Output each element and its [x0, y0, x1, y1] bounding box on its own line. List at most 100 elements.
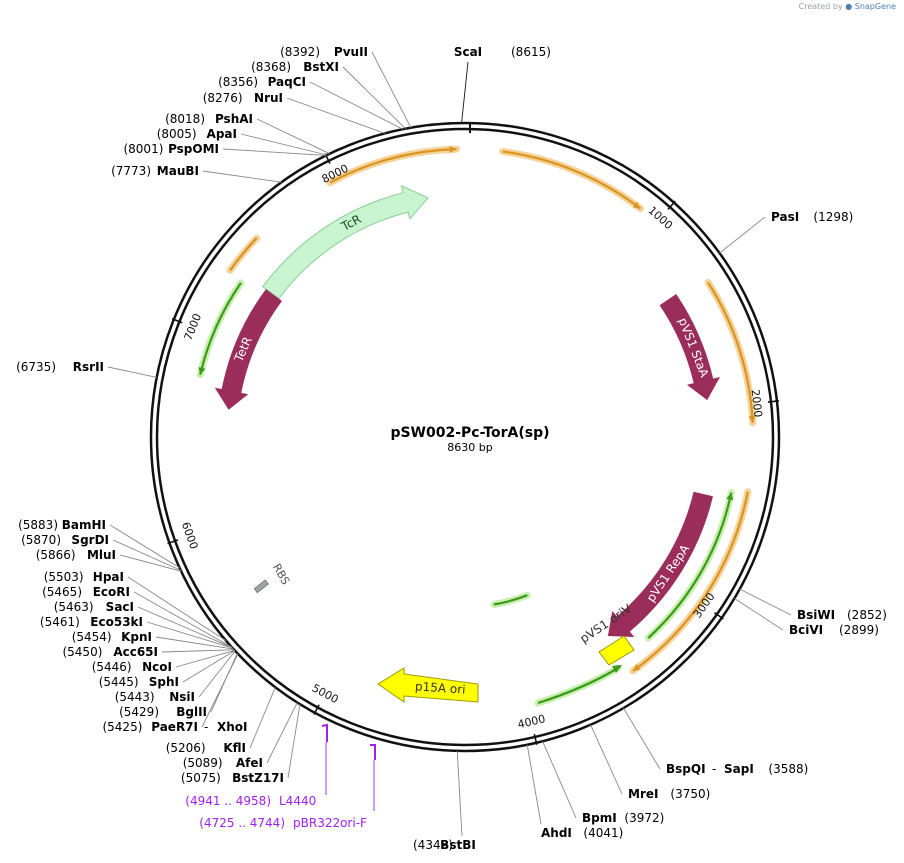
- site-bstxi-pos: (8368): [251, 60, 291, 74]
- site-paqci-pos: (8356): [218, 75, 258, 89]
- site-bstbi-leader: [456, 750, 463, 837]
- site-ahdi[interactable]: AhdI(4041): [526, 744, 623, 840]
- site-ahdi-leader: [526, 744, 542, 825]
- orange-track-right: [704, 279, 757, 427]
- site-bpmi[interactable]: BpmI (3972): [542, 741, 665, 825]
- site-bsiwi[interactable]: BsiWI(2852): [739, 588, 887, 622]
- feature-pvs1-staa[interactable]: pVS1 StaA: [659, 294, 720, 401]
- orange-track-lower-right: [629, 488, 752, 675]
- feature-tetr-arrow: [214, 289, 282, 410]
- backbone: [149, 121, 781, 753]
- site-bcivi[interactable]: BciVI(2899): [734, 598, 879, 637]
- site-bstz17i-name: BstZ17I: [232, 771, 284, 785]
- site-pasi[interactable]: PasI(1298): [719, 210, 854, 254]
- orange-track-top-left-line: [329, 148, 457, 184]
- site-bstbi[interactable]: BstBI(4349): [413, 750, 476, 852]
- site-eco53ki-name: Eco53kI: [90, 615, 143, 629]
- primer-layer: (4941 .. 4958)L4440(4725 .. 4744)pBR322o…: [185, 723, 376, 830]
- primer-l4440-mark: [321, 723, 328, 742]
- green-track-right-line: [647, 492, 733, 639]
- site-saci[interactable]: SacI(5463): [54, 600, 233, 649]
- orange-track-left: [226, 234, 261, 274]
- orange-track-top-left: [326, 145, 461, 187]
- site-scai[interactable]: ScaI(8615): [454, 45, 551, 124]
- site-bglii[interactable]: BglII(5429): [119, 653, 238, 719]
- site-bspqi[interactable]: BspQI-SapI(3588): [623, 707, 809, 776]
- tick-label: 2000: [749, 389, 765, 418]
- site-scai-pos: (8615): [511, 45, 551, 59]
- orange-track-right-glow: [704, 279, 757, 427]
- feature-p15a-ori[interactable]: p15A ori: [377, 667, 479, 703]
- site-pvuii-name: PvuII: [334, 45, 368, 59]
- green-track-right: [644, 489, 735, 642]
- site-sgrdi-name: SgrDI: [71, 533, 109, 547]
- site-nrui[interactable]: NruI (8276): [203, 91, 386, 134]
- site-bamhi[interactable]: BamHI(5883): [18, 518, 180, 569]
- site-hpai-pos: (5503): [44, 570, 84, 584]
- site-ecori-name: EcoRI: [93, 585, 130, 599]
- site-kpni[interactable]: KpnI(5454): [72, 630, 234, 650]
- feature-pvs1-repa-arrow: [607, 491, 713, 637]
- primer-pbr322ori-f[interactable]: (4725 .. 4744)pBR322ori-F: [199, 744, 376, 830]
- site-mlui[interactable]: MluI(5866): [36, 548, 182, 572]
- tick-mark: [767, 400, 779, 403]
- site-maubi-name: MauBI: [157, 164, 199, 178]
- site-nsii[interactable]: NsiI(5443): [115, 650, 236, 704]
- site-pspomi-name: PspOMI: [168, 142, 219, 156]
- site-ecori[interactable]: EcoRI(5465): [42, 585, 233, 648]
- site-kfli-name: KflI: [223, 741, 246, 755]
- site-pshai[interactable]: PshAI(8018): [165, 112, 330, 155]
- green-track-left-line: [199, 282, 242, 375]
- site-maubi[interactable]: MauBI(7773): [111, 164, 282, 183]
- feature-p15a-ori-label: p15A ori: [415, 679, 466, 696]
- feature-rbs[interactable]: RBS: [253, 561, 292, 594]
- site-paer7i-pos: (5425): [102, 720, 142, 734]
- tick-3000: 3000: [691, 590, 724, 621]
- site-sphi-leader: [182, 650, 236, 683]
- tick-label: 7000: [182, 312, 205, 343]
- primer-l4440[interactable]: (4941 .. 4958)L4440: [185, 723, 328, 808]
- site-bspqi-alias: SapI: [724, 762, 754, 776]
- site-acc65i-name: Acc65I: [113, 645, 158, 659]
- site-bstbi-pos: (4349): [413, 838, 453, 852]
- site-pspomi[interactable]: PspOMI (8001): [123, 142, 327, 156]
- feature-tcr[interactable]: TcR: [262, 185, 429, 300]
- restriction-site-layer: ScaI(8615) PasI(1298) BsiWI(2852)BciVI(289…: [16, 45, 887, 852]
- site-rsrii-leader: [107, 366, 157, 378]
- site-bstz17i[interactable]: BstZ17I(5075): [181, 704, 301, 785]
- site-rsrii-name: RsrII: [73, 360, 104, 374]
- site-nrui-leader: [286, 97, 386, 134]
- site-apai[interactable]: ApaI(8005): [157, 127, 328, 156]
- site-afei-name: AfeI: [236, 756, 263, 770]
- site-nrui-name: NruI: [254, 91, 283, 105]
- site-pspomi-pos: (8001): [123, 142, 163, 156]
- primer-l4440-name: L4440: [279, 794, 316, 808]
- site-mrei-pos: (3750): [670, 787, 710, 801]
- site-eco53ki[interactable]: Eco53kI(5461): [40, 615, 233, 649]
- site-afei[interactable]: AfeI(5089): [183, 702, 298, 770]
- site-kfli[interactable]: KflI (5206): [166, 687, 276, 755]
- site-bpmi-pos: (3972): [624, 811, 664, 825]
- site-nrui-pos: (8276): [203, 91, 243, 105]
- site-acc65i[interactable]: Acc65I(5450): [62, 645, 235, 659]
- site-ncoi[interactable]: NcoI(5446): [92, 649, 235, 674]
- site-paqci[interactable]: PaqCI(8356): [218, 75, 404, 130]
- site-sgrdi[interactable]: SgrDI(5870): [21, 533, 181, 571]
- feature-tetr[interactable]: TetR: [214, 289, 282, 410]
- site-rsrii[interactable]: RsrII(6735): [16, 360, 157, 378]
- site-sgrdi-leader: [112, 539, 181, 571]
- site-pshai-leader: [256, 118, 330, 155]
- site-bsiwi-name: BsiWI: [797, 608, 835, 622]
- site-sphi[interactable]: SphI(5445): [99, 650, 236, 689]
- site-hpai[interactable]: HpaI(5503): [44, 570, 227, 642]
- site-afei-leader: [266, 702, 298, 764]
- site-bstxi[interactable]: BstXI(8368): [251, 60, 406, 130]
- site-kfli-pos: (5206): [166, 741, 206, 755]
- site-mrei[interactable]: MreI(3750): [590, 724, 711, 801]
- feature-pvs1-oriv-box: [598, 635, 635, 666]
- site-bpmi-name: BpmI: [582, 811, 617, 825]
- site-bspqi-dash: -: [712, 762, 716, 776]
- site-pvuii[interactable]: PvuII(8392): [280, 45, 412, 128]
